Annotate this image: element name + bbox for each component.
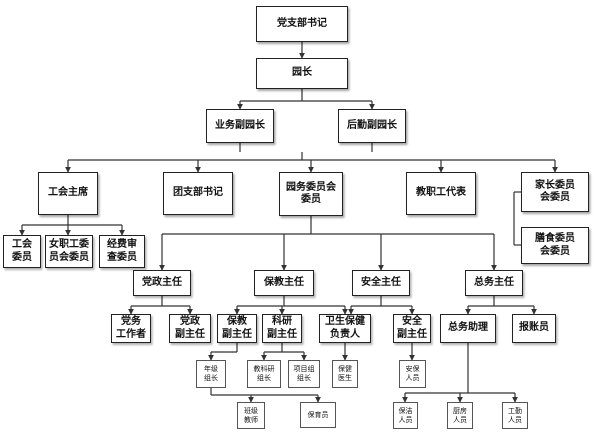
node-safety-director: 安全主任	[352, 270, 410, 296]
node-research-deputy: 科研 副主任	[262, 314, 302, 343]
node-care-director: 保教主任	[254, 270, 314, 296]
node-youth-league-secretary: 团支部书记	[163, 172, 233, 215]
node-party-worker: 党务 工作者	[111, 314, 151, 343]
node-care-deputy: 保教 副主任	[217, 314, 257, 343]
node-kindergarten-committee: 园务委员会 委员	[279, 172, 343, 216]
node-childcare-worker: 保育员	[300, 402, 336, 428]
node-union-member: 工会 委员	[3, 235, 41, 268]
node-party-secretary: 党支部书记	[256, 6, 348, 42]
node-class-teacher: 班级 教师	[237, 402, 265, 429]
node-engineering-staff: 工勤 人员	[502, 402, 528, 429]
node-safety-deputy: 安全 副主任	[393, 314, 431, 343]
node-general-director: 总务主任	[465, 270, 523, 296]
node-general-assistant: 总务助理	[440, 314, 496, 343]
node-vp-business: 业务副园长	[206, 109, 274, 143]
node-grade-leader: 年级 组长	[196, 360, 226, 388]
node-party-deputy: 党政 副主任	[169, 314, 211, 343]
node-cleaning-staff: 保洁 人员	[393, 402, 418, 429]
node-kitchen-staff: 厨房 人员	[447, 402, 473, 429]
node-food-committee: 膳食委员 会委员	[521, 227, 589, 264]
node-parents-committee: 家长委员 会委员	[521, 172, 589, 212]
node-union-chair: 工会主席	[38, 172, 98, 215]
node-staff-representative: 教职工代表	[406, 172, 476, 215]
node-health-lead: 卫生保健 负责人	[319, 314, 371, 343]
node-health-doctor: 保健 医生	[332, 360, 358, 388]
node-vp-logistics: 后勤副园长	[338, 109, 406, 143]
node-research-leader: 教科研 组长	[247, 360, 281, 388]
node-principal: 园长	[256, 58, 348, 89]
node-reimbursement-clerk: 报账员	[512, 314, 556, 343]
node-security-staff: 安保 人员	[399, 360, 426, 388]
node-party-director: 党政主任	[133, 270, 191, 296]
node-project-leader: 项目组 组长	[288, 360, 320, 388]
node-women-committee: 女职工委 员会委员	[45, 235, 93, 268]
node-audit-committee: 经费审 查委员	[99, 235, 145, 268]
